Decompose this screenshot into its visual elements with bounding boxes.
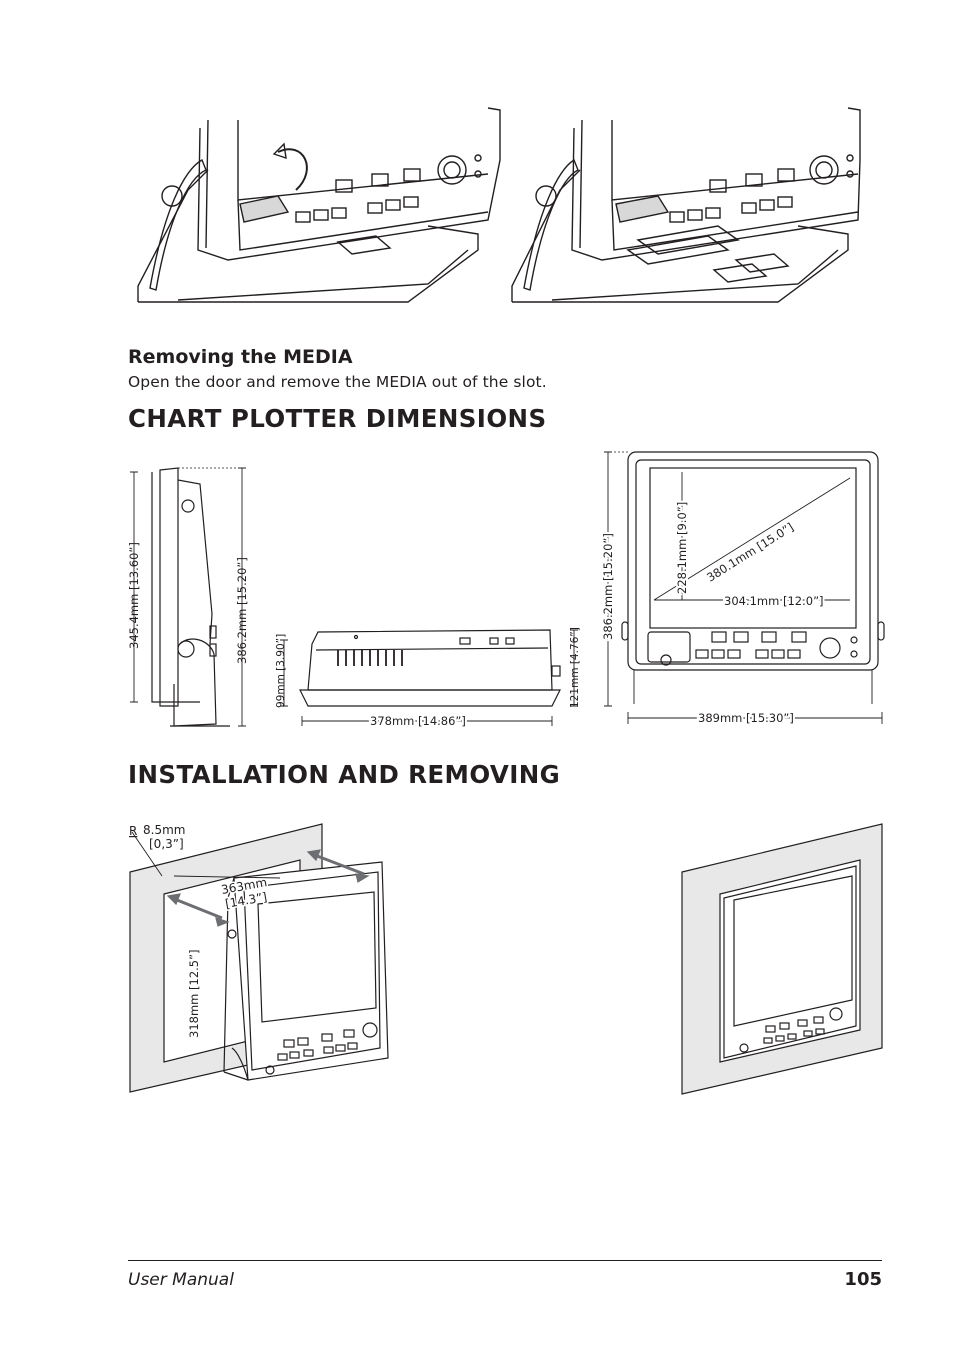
front-width-label: 389mm [15.30”] — [698, 711, 794, 725]
media-removal-figure-right — [511, 107, 861, 303]
radius-inch: [0,3”] — [149, 837, 184, 851]
top-width-label: 378mm [14.86”] — [370, 714, 466, 728]
radius-letter: R — [129, 824, 137, 838]
installation-drawing-right — [681, 823, 883, 1095]
dimension-drawings: 345.4mm [13.60”] 386.2mm [15.20”] 99mm [… — [127, 451, 885, 730]
side-total-height-label: 345.4mm [13.60”] — [127, 542, 141, 649]
cutout-height-label: 318mm [12.5”] — [187, 949, 201, 1038]
media-removal-figure-left — [137, 107, 501, 303]
removing-media-heading: Removing the MEDIA — [128, 346, 353, 368]
screen-diagonal-label: 380.1mm [15.0”] — [704, 520, 796, 585]
side-height-label: 386.2mm [15.20”] — [235, 557, 249, 664]
screen-height-label: 228.1mm [9.0”] — [675, 502, 689, 594]
installation-drawing-left: R 8.5mm [0,3”] 363mm [14.3”] 318mm [12.5… — [129, 823, 389, 1093]
footer-rule — [128, 1260, 882, 1261]
top-depth-label: 99mm [3.90”] — [275, 634, 287, 708]
dimensions-heading: CHART PLOTTER DIMENSIONS — [128, 404, 547, 433]
radius-value: 8.5mm — [143, 823, 185, 837]
front-height-label: 386.2mm [15.20”] — [601, 533, 615, 640]
page-number: 105 — [844, 1269, 882, 1290]
top-depth-alt-label: 121mm [4.76”] — [569, 627, 581, 708]
removing-media-text: Open the door and remove the MEDIA out o… — [128, 373, 547, 391]
footer-manual-title: User Manual — [128, 1270, 234, 1290]
installation-heading: INSTALLATION AND REMOVING — [128, 760, 561, 789]
screen-width-label: 304.1mm [12.0”] — [724, 594, 824, 608]
